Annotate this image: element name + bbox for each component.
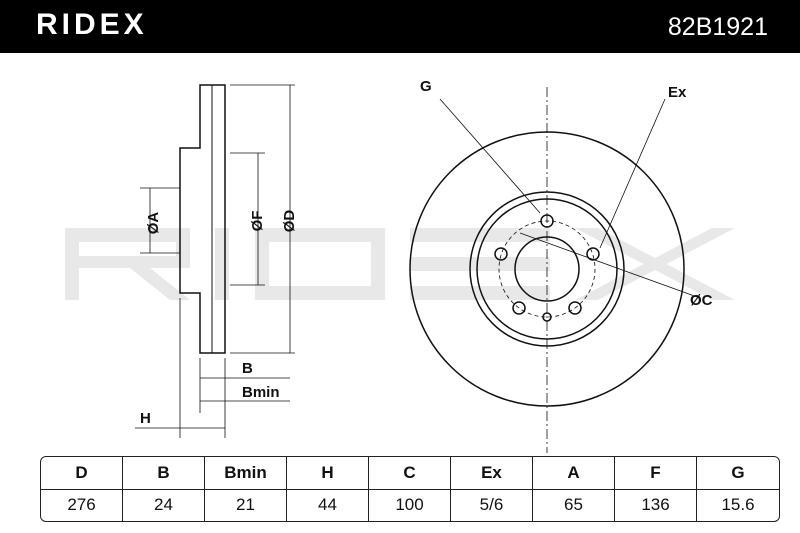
table-header: C (369, 457, 451, 490)
label-f: ØF (249, 211, 266, 232)
table-cell: 44 (287, 489, 369, 521)
table-cell: 15.6 (721, 495, 755, 515)
technical-drawing: ØA ØF ØD B Bmin H G Ex ØC (65, 78, 735, 453)
watermark-logo (65, 228, 735, 300)
part-number: 82B1921 (667, 13, 768, 41)
label-h: H (140, 410, 151, 427)
label-g: G (420, 78, 432, 95)
table-cell: 21 (205, 489, 287, 521)
table-header: A (533, 457, 615, 490)
table-header: H (287, 457, 369, 490)
table-header: Bmin (205, 457, 287, 490)
label-b: B (242, 360, 253, 377)
table-cell: 65 (533, 489, 615, 521)
front-view (409, 87, 701, 453)
label-ex: Ex (668, 84, 687, 101)
table-header: B (123, 457, 205, 490)
label-bmin: Bmin (242, 384, 280, 401)
table-header-row: D B Bmin H C Ex A F G (41, 457, 779, 490)
table-header: D (41, 457, 123, 490)
dimensions-table: D B Bmin H C Ex A F G 276 24 21 44 100 5… (40, 456, 780, 522)
table-header: G (697, 457, 779, 490)
side-view (135, 84, 295, 438)
table-row: 276 24 21 44 100 5/6 65 136 15.6 (41, 489, 779, 521)
label-c: ØC (690, 292, 713, 309)
table-header: Ex (451, 457, 533, 490)
table-cell: 100 (369, 489, 451, 521)
table-cell: 24 (123, 489, 205, 521)
table-header: F (615, 457, 697, 490)
header-bar: RIDEX 82B1921 (0, 0, 800, 53)
table-cell: 5/6 (451, 489, 533, 521)
table-cell: 136 (615, 489, 697, 521)
label-d: ØD (281, 210, 298, 233)
brand-logo: RIDEX (36, 8, 148, 41)
label-a: ØA (145, 212, 162, 235)
table-cell: 276 (41, 489, 123, 521)
